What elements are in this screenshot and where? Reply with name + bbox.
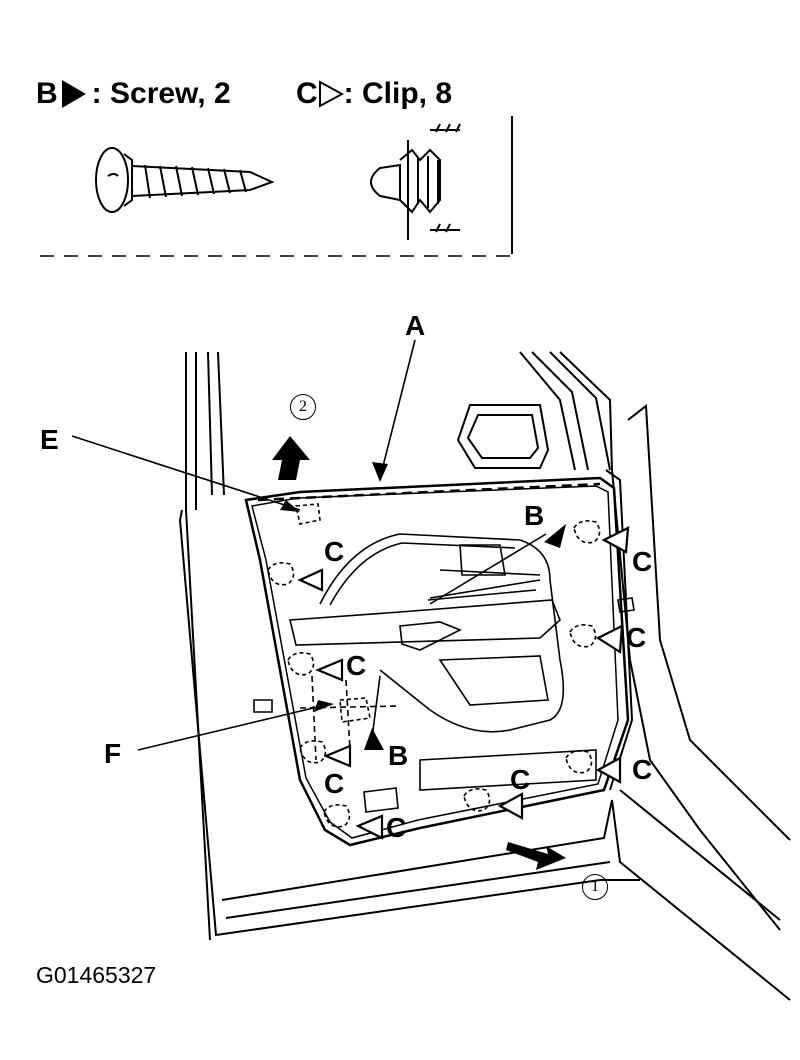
filled-triangle-icon: [61, 80, 86, 108]
e-leader-arrowhead: [280, 500, 300, 512]
callout-e: E: [40, 424, 59, 455]
callout-c: C: [626, 622, 647, 653]
a-leader-arrowhead: [372, 462, 388, 482]
callout-c: C: [386, 812, 407, 843]
legend-clip-text: : Clip, 8: [343, 77, 453, 110]
clip-marker: [323, 744, 352, 768]
leader-lines: [71, 339, 547, 751]
f-leader-arrowhead: [314, 700, 334, 712]
panel-details: [253, 503, 635, 828]
screw-b-lower-marker: [364, 728, 384, 750]
legend-screw: B : Screw, 2: [36, 72, 231, 116]
figure-id: G01465327: [36, 962, 157, 988]
clip-marker: [595, 624, 624, 654]
screw-b-upper-marker: [544, 524, 566, 548]
callout-c: C: [324, 768, 345, 799]
callout-c: C: [510, 764, 531, 795]
callout-b-lower: B: [388, 740, 409, 771]
screw-illustration: [95, 147, 275, 213]
open-triangle-icon: [318, 80, 344, 108]
clip-marker: [355, 814, 384, 840]
clip-marker: [595, 756, 622, 784]
step-one-marker: 1: [582, 874, 608, 900]
clip-marker: [601, 526, 630, 554]
callout-b-upper: B: [524, 500, 545, 531]
callout-c: C: [632, 546, 653, 577]
callout-c: C: [632, 754, 653, 785]
door-trim-panel: [244, 476, 630, 847]
clip-marker: [297, 568, 324, 592]
legend-clip-letter: C: [296, 77, 318, 110]
callout-c: C: [346, 650, 367, 681]
clip-marker: [315, 658, 344, 682]
pull-up-arrow: [272, 436, 310, 480]
legend-screw-text: : Screw, 2: [91, 77, 231, 110]
legend-screw-letter: B: [36, 77, 58, 110]
callout-f: F: [104, 738, 122, 769]
legend-clip: C : Clip, 8: [296, 72, 452, 116]
pull-out-arrow: [506, 842, 566, 870]
door-frame: [178, 351, 791, 1001]
clip-marker: [497, 792, 524, 820]
callout-c: C: [324, 536, 345, 567]
step-two-marker: 2: [290, 394, 316, 420]
clip-illustration: [370, 116, 513, 254]
callout-a: A: [405, 310, 426, 341]
